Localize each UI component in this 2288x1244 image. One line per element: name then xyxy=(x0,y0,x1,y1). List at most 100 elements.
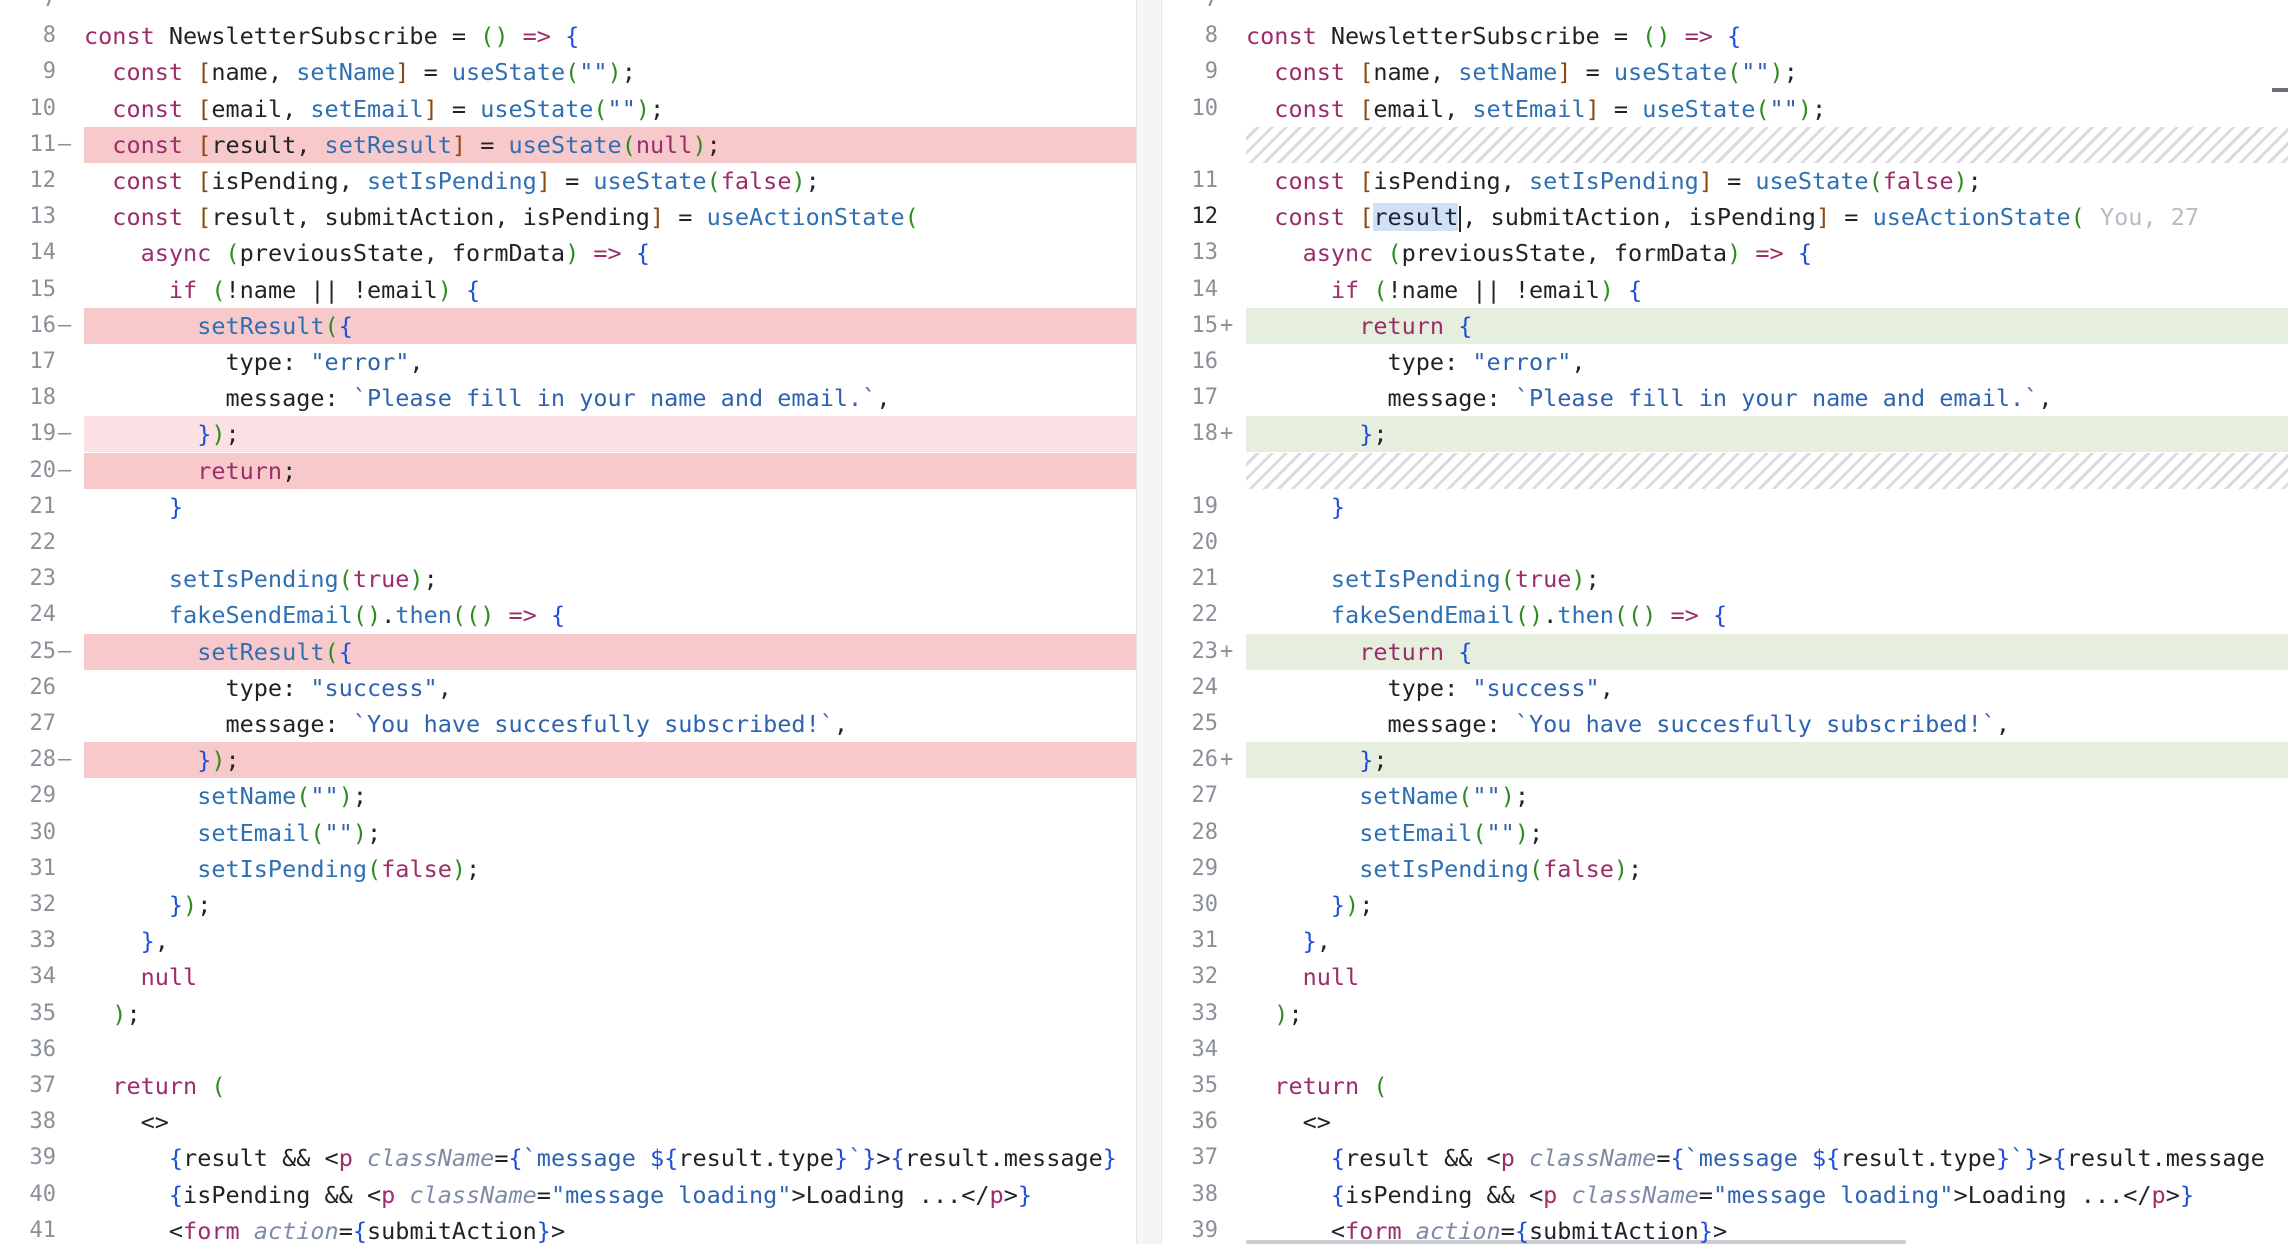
code-text: }); xyxy=(84,416,1136,453)
code-line[interactable]: 31 }, xyxy=(1162,923,2288,959)
right-pane-modified[interactable]: 78const NewsletterSubscribe = () => {9 c… xyxy=(1162,0,2288,1244)
removed-line-icon: — xyxy=(58,638,72,664)
code-line[interactable]: 24 type: "success", xyxy=(1162,670,2288,706)
line-number: 33 xyxy=(1191,1000,1219,1026)
inline-blame: You, 27 xyxy=(2100,203,2200,232)
code-line[interactable]: 29 setName(""); xyxy=(0,778,1136,814)
code-line[interactable]: 35 return ( xyxy=(1162,1068,2288,1104)
line-number: 22 xyxy=(1191,602,1219,628)
code-line[interactable]: 25 message: `You have succesfully subscr… xyxy=(1162,706,2288,742)
line-number: 9 xyxy=(42,59,56,85)
code-line[interactable]: 30 }); xyxy=(1162,887,2288,923)
code-line[interactable]: 10 const [email, setEmail] = useState(""… xyxy=(0,91,1136,127)
code-line[interactable]: 36 <> xyxy=(1162,1104,2288,1140)
code-text: setName(""); xyxy=(1359,782,1529,811)
code-line[interactable]: 23+ return { xyxy=(1162,633,2288,670)
line-number: 11 xyxy=(1191,168,1219,193)
code-line[interactable]: 14 async (previousState, formData) => { xyxy=(0,235,1136,271)
code-line[interactable]: 28— }); xyxy=(0,742,1136,779)
code-line[interactable]: 18+ }; xyxy=(1162,416,2288,453)
code-line[interactable]: 21 setIsPending(true); xyxy=(1162,561,2288,597)
line-number: 26 xyxy=(1191,747,1219,773)
code-line[interactable]: 22 fakeSendEmail().then(() => { xyxy=(1162,597,2288,633)
code-line[interactable]: 13 async (previousState, formData) => { xyxy=(1162,235,2288,271)
code-text: setEmail(""); xyxy=(1359,818,1544,847)
removed-line-icon: — xyxy=(58,131,72,157)
code-line[interactable]: 27 setName(""); xyxy=(1162,778,2288,814)
code-line[interactable]: 36 xyxy=(0,1032,1136,1068)
code-line[interactable]: 32 null xyxy=(1162,959,2288,995)
code-line[interactable]: 19— }); xyxy=(0,416,1136,453)
code-text: ); xyxy=(112,999,141,1028)
line-number: 8 xyxy=(42,23,56,49)
line-number: 27 xyxy=(1191,783,1219,809)
code-line[interactable]: 38 {isPending && <p className="message l… xyxy=(1162,1177,2288,1213)
code-line[interactable]: 37 {result && <p className={`message ${r… xyxy=(1162,1140,2288,1176)
code-line[interactable]: 26+ }; xyxy=(1162,742,2288,779)
code-text: type: "success", xyxy=(84,673,452,702)
code-line[interactable]: 16— setResult({ xyxy=(0,307,1136,344)
code-text: return ( xyxy=(1274,1072,1388,1100)
code-line[interactable]: 30 setEmail(""); xyxy=(0,815,1136,851)
code-line[interactable]: 15 if (!name || !email) { xyxy=(0,272,1136,308)
code-line[interactable]: 20— return; xyxy=(0,452,1136,489)
code-line[interactable]: 12 const [isPending, setIsPending] = use… xyxy=(0,163,1136,199)
code-line[interactable]: 13 const [result, submitAction, isPendin… xyxy=(0,199,1136,235)
code-line[interactable]: 34 null xyxy=(0,959,1136,995)
code-line[interactable]: 33 ); xyxy=(1162,996,2288,1032)
left-pane-original[interactable]: 78const NewsletterSubscribe = () => {9 c… xyxy=(0,0,1136,1244)
code-line[interactable]: 16 type: "error", xyxy=(1162,344,2288,380)
pane-divider[interactable] xyxy=(1136,0,1162,1244)
code-line[interactable]: 29 setIsPending(false); xyxy=(1162,851,2288,887)
code-line[interactable]: 11 const [isPending, setIsPending] = use… xyxy=(1162,163,2288,199)
code-line[interactable]: 31 setIsPending(false); xyxy=(0,851,1136,887)
code-line[interactable]: 9 const [name, setName] = useState(""); xyxy=(1162,54,2288,90)
code-line[interactable]: 32 }); xyxy=(0,887,1136,923)
code-line[interactable]: 41 <form action={submitAction}> xyxy=(0,1213,1136,1244)
code-line[interactable]: 40 {isPending && <p className="message l… xyxy=(0,1177,1136,1213)
code-text: const [name, setName] = useState(""); xyxy=(1274,58,1798,87)
code-line[interactable]: 19 } xyxy=(1162,489,2288,525)
line-number: 28 xyxy=(1191,819,1219,845)
line-number: 40 xyxy=(29,1181,57,1207)
code-line[interactable]: 25— setResult({ xyxy=(0,633,1136,670)
line-number: 35 xyxy=(29,1000,57,1026)
code-text: message: `You have succesfully subscribe… xyxy=(1246,710,2011,738)
code-line[interactable]: 12 const [result, submitAction, isPendin… xyxy=(1162,199,2288,235)
removed-line-icon: — xyxy=(58,312,72,338)
code-line[interactable]: 35 ); xyxy=(0,996,1136,1032)
code-line[interactable]: 28 setEmail(""); xyxy=(1162,815,2288,851)
code-line[interactable]: 17 message: `Please fill in your name an… xyxy=(1162,380,2288,416)
code-line[interactable]: 17 type: "error", xyxy=(0,344,1136,380)
code-line[interactable]: 21 } xyxy=(0,489,1136,525)
code-line[interactable]: 33 }, xyxy=(0,923,1136,959)
code-line[interactable]: 20 xyxy=(1162,525,2288,561)
code-line[interactable]: 22 xyxy=(0,525,1136,561)
code-line[interactable]: 24 fakeSendEmail().then(() => { xyxy=(0,597,1136,633)
code-line[interactable]: 39 {result && <p className={`message ${r… xyxy=(0,1140,1136,1176)
added-line-icon: + xyxy=(1220,312,1234,338)
code-line[interactable]: 38 <> xyxy=(0,1104,1136,1140)
code-line[interactable]: 27 message: `You have succesfully subscr… xyxy=(0,706,1136,742)
code-line[interactable]: 7 xyxy=(0,0,1136,18)
code-text: setName(""); xyxy=(197,782,367,811)
code-line[interactable]: 37 return ( xyxy=(0,1068,1136,1104)
code-line[interactable]: 18 message: `Please fill in your name an… xyxy=(0,380,1136,416)
code-text: async (previousState, formData) => { xyxy=(140,239,651,268)
code-text xyxy=(1246,525,2288,561)
code-line[interactable]: 7 xyxy=(1162,0,2288,18)
code-line[interactable]: 11— const [result, setResult] = useState… xyxy=(0,126,1136,163)
code-line[interactable]: 34 xyxy=(1162,1032,2288,1068)
code-line[interactable]: 15+ return { xyxy=(1162,307,2288,344)
code-line[interactable]: 23 setIsPending(true); xyxy=(0,561,1136,597)
code-line[interactable]: 9 const [name, setName] = useState(""); xyxy=(0,54,1136,90)
horizontal-scrollbar[interactable] xyxy=(1246,1240,1906,1244)
line-number: 20 xyxy=(29,457,57,483)
code-line[interactable]: 14 if (!name || !email) { xyxy=(1162,272,2288,308)
code-line[interactable]: 26 type: "success", xyxy=(0,670,1136,706)
code-text: const [isPending, setIsPending] = useSta… xyxy=(1274,167,1982,195)
code-line[interactable]: 39 <form action={submitAction}> xyxy=(1162,1213,2288,1244)
code-line[interactable]: 10 const [email, setEmail] = useState(""… xyxy=(1162,91,2288,127)
